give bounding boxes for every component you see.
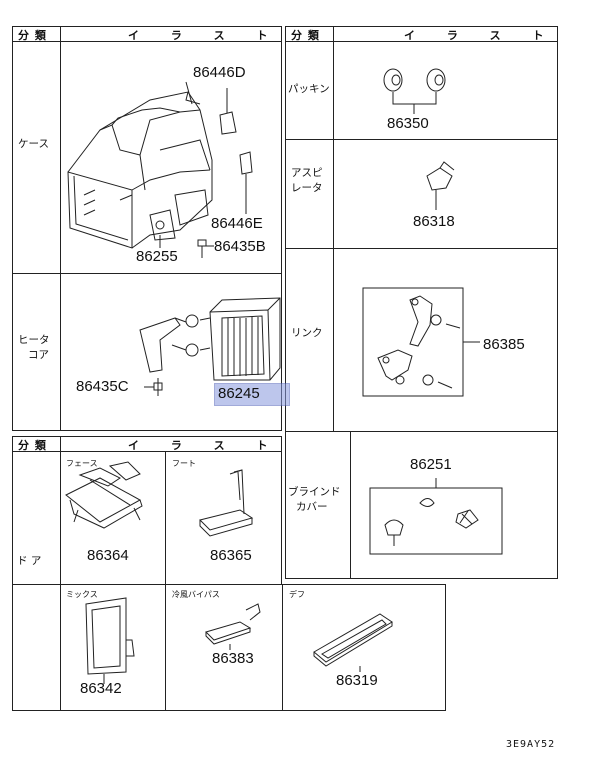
header-illustration-bottom: イ ラ ス ト: [128, 439, 282, 452]
part-86383[interactable]: 86383: [212, 650, 254, 667]
heater-case-illustration: [67, 81, 213, 249]
def-door-illustration: [313, 613, 393, 672]
part-86318[interactable]: 86318: [413, 213, 455, 230]
header-illustration-right: イ ラ ス ト: [404, 29, 558, 42]
part-86350[interactable]: 86350: [387, 115, 429, 132]
foot-door-illustration: [199, 469, 254, 537]
part-86435C[interactable]: 86435C: [76, 378, 129, 395]
sub-foot: フート: [172, 459, 196, 468]
part-86435B[interactable]: 86435B: [214, 238, 266, 255]
part-86446E[interactable]: 86446E: [211, 215, 263, 232]
part-86255[interactable]: 86255: [136, 248, 178, 265]
mix-door-illustration: [85, 597, 135, 684]
category-blind-line2: カバー: [296, 501, 328, 513]
sub-def: デフ: [289, 590, 305, 599]
part-86365[interactable]: 86365: [210, 547, 252, 564]
link-illustration: [362, 287, 480, 397]
highlight-86245: [214, 383, 290, 406]
screw-86435B: [197, 239, 214, 258]
part-86251[interactable]: 86251: [410, 456, 452, 473]
category-case: ケース: [18, 138, 49, 150]
table-door-lower: [12, 584, 446, 711]
header-category-right: 分 類: [291, 29, 320, 42]
category-heater-line2: コア: [28, 349, 49, 361]
category-door: ド ア: [17, 555, 42, 567]
header-category-bottom: 分 類: [18, 439, 47, 452]
part-86245[interactable]: 86245: [218, 385, 260, 402]
sub-cold-bypass: 冷風バイパス: [172, 590, 220, 599]
blind-cover-illustration: [369, 478, 503, 555]
aspirator-illustration: [426, 161, 455, 210]
clip-86446E: [239, 151, 253, 214]
category-link: リンク: [291, 327, 323, 339]
header-illustration: イ ラ ス ト: [128, 29, 282, 42]
category-packing: パッキン: [288, 83, 330, 95]
face-door-illustration: [65, 461, 143, 529]
clip-86446D: [219, 88, 237, 135]
category-blind-line1: ブラインド: [288, 486, 341, 498]
part-86364[interactable]: 86364: [87, 547, 129, 564]
heater-core-illustration: [139, 297, 281, 396]
sub-mix: ミックス: [66, 590, 98, 599]
packing-illustration: [383, 68, 446, 114]
part-86342[interactable]: 86342: [80, 680, 122, 697]
table-right: [285, 26, 558, 579]
sub-face: フェース: [66, 459, 98, 468]
category-aspirator-line2: レータ: [291, 182, 323, 194]
part-86446D[interactable]: 86446D: [193, 64, 246, 81]
header-category: 分 類: [18, 29, 47, 42]
cold-bypass-door-illustration: [205, 603, 261, 650]
table-left-top: [12, 26, 282, 431]
part-86319[interactable]: 86319: [336, 672, 378, 689]
category-heater-line1: ヒータ: [18, 334, 50, 346]
part-86385[interactable]: 86385: [483, 336, 525, 353]
category-aspirator-line1: アスピ: [291, 167, 323, 179]
figure-code: 3E9AY52: [506, 739, 556, 750]
